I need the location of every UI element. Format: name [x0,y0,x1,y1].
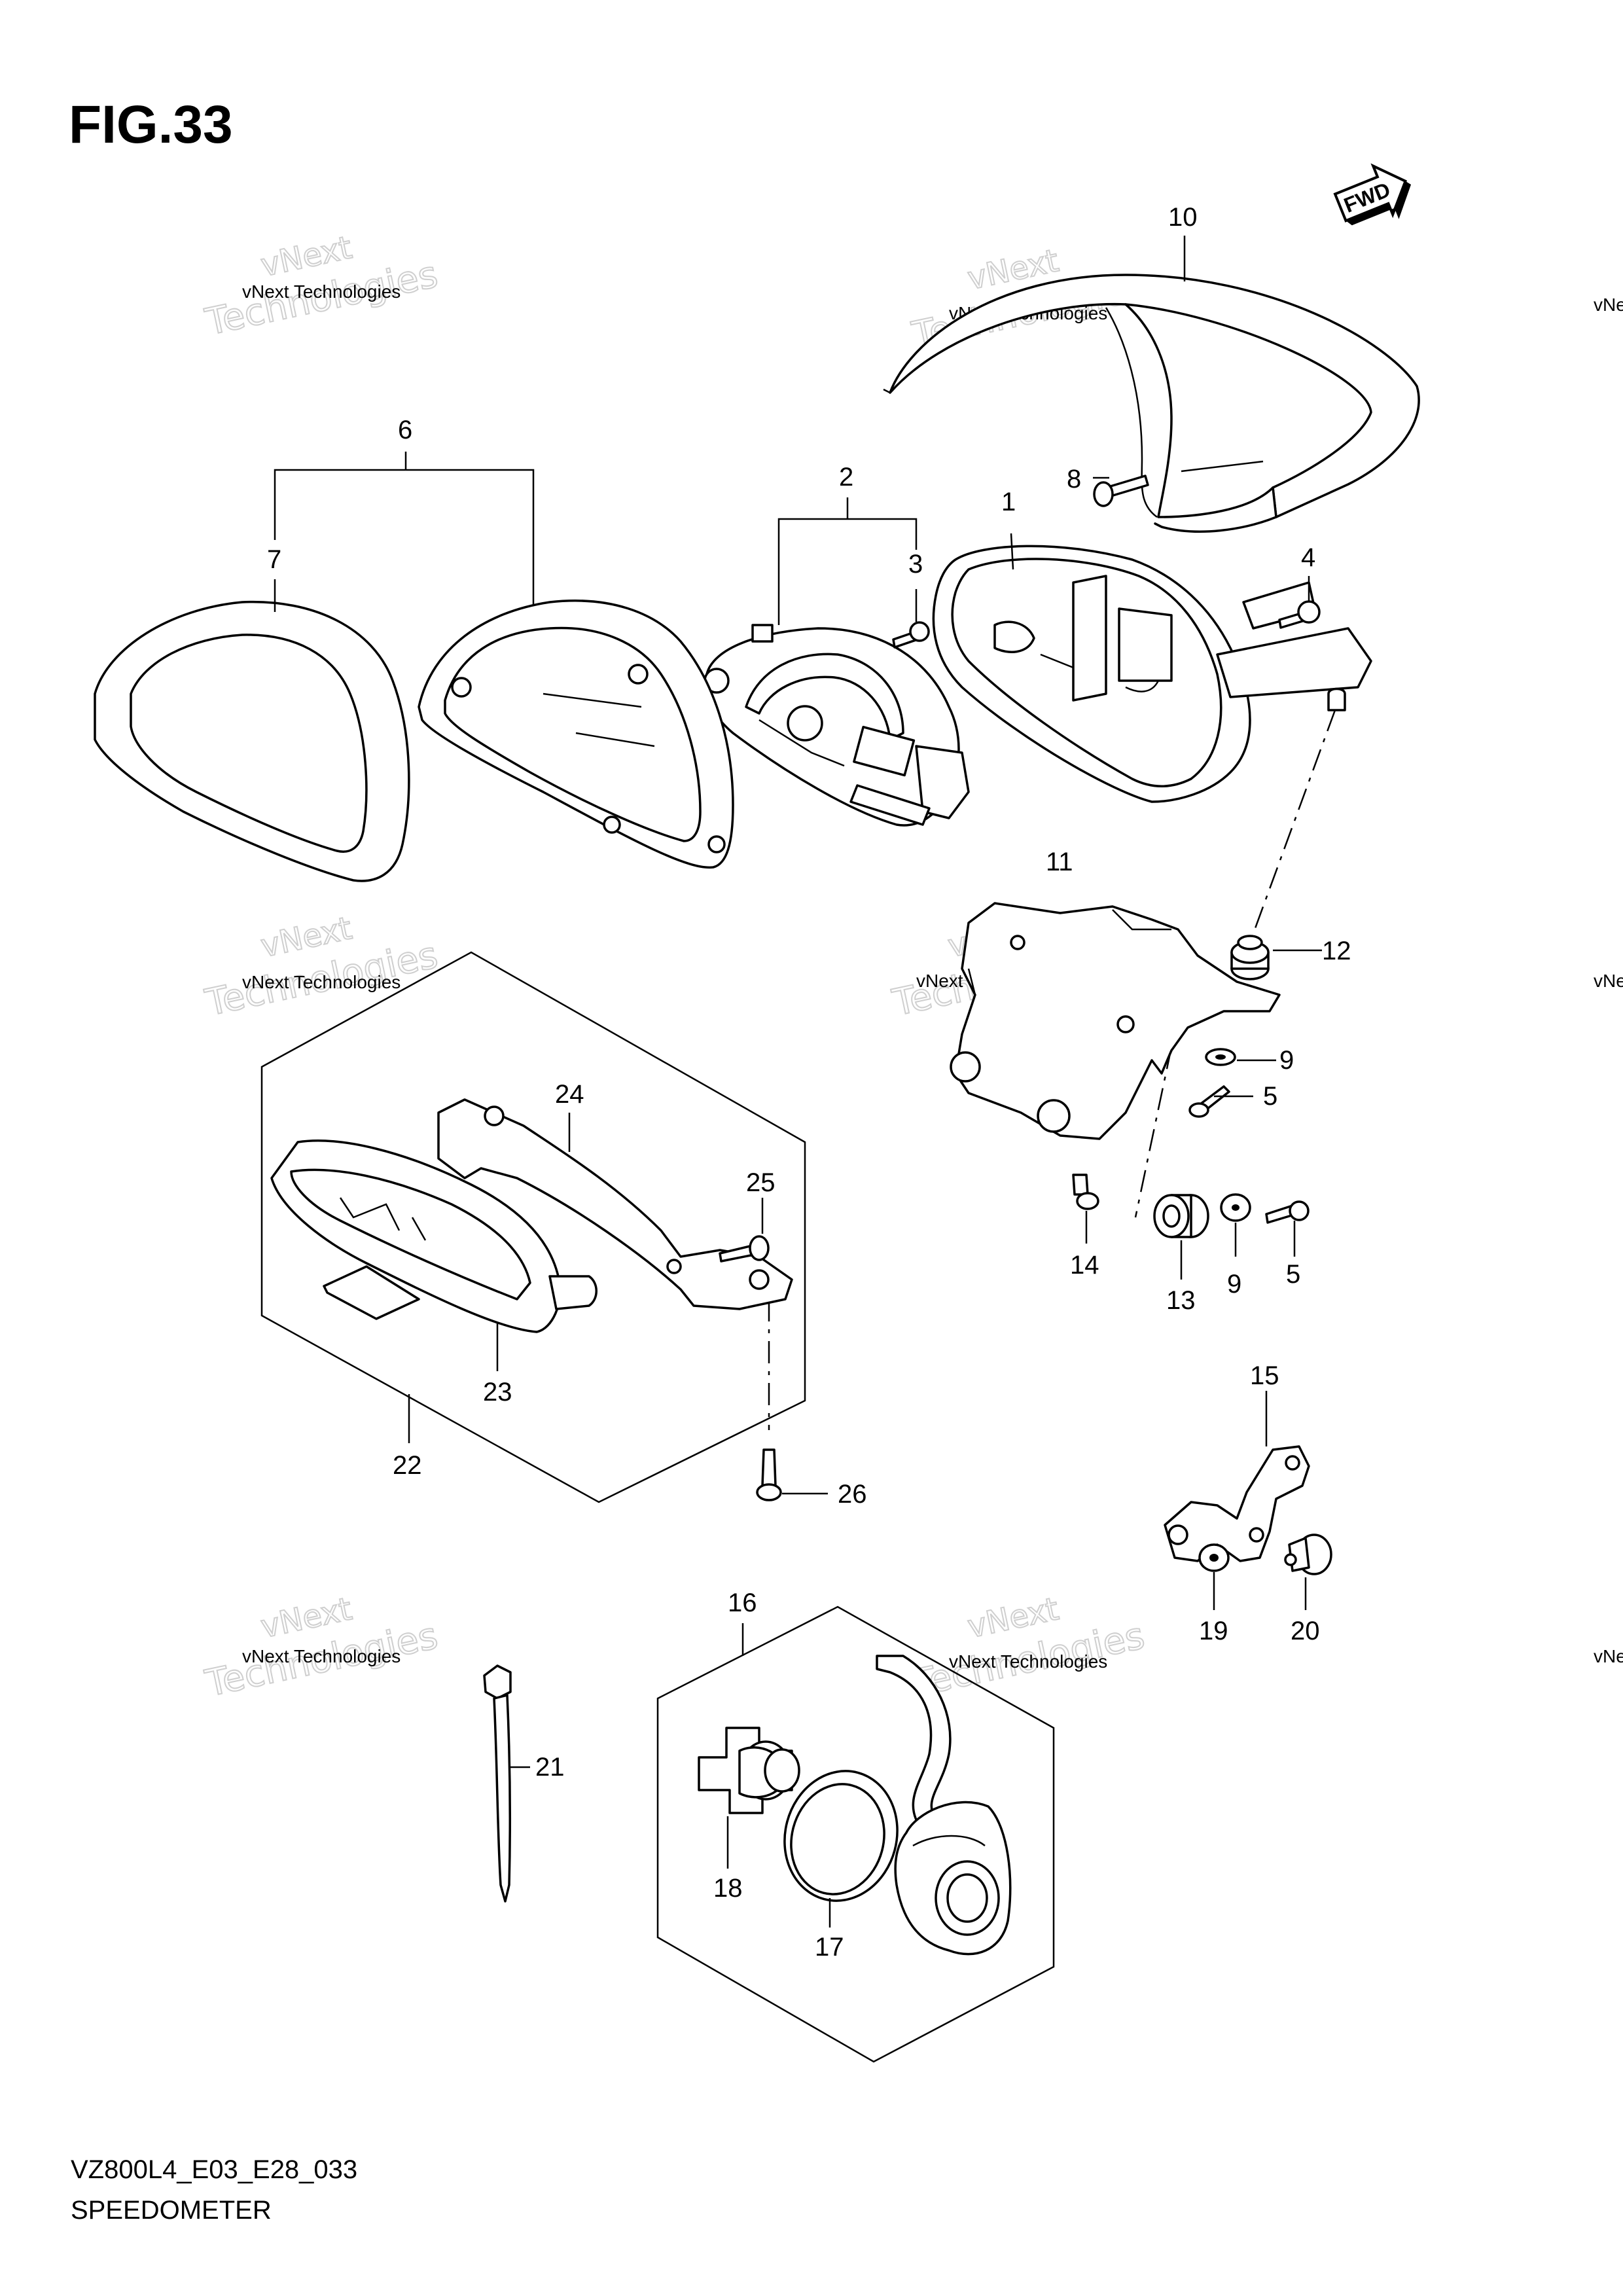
figure-caption: SPEEDOMETER [71,2196,272,2225]
screw-part [1093,475,1149,507]
assembly-axis-line [1249,709,1336,943]
watermark-label: vNext Technologies [1594,971,1623,991]
sensor-bracket-part [1164,1445,1310,1562]
meter-case-part [932,545,1372,803]
figure-title: FIG.33 [69,95,233,154]
callout-13: 13 [1166,1286,1196,1315]
clip-part [1284,1534,1332,1575]
watermark: vNext Technologies [201,909,442,1025]
watermark-label: vNext Technologies [1594,1646,1623,1666]
speed-sensor-part [876,1655,1012,1956]
watermark: vNext Technologies [908,1590,1149,1706]
lens-assembly-part [418,600,734,869]
watermark-label: vNext Technologies [1594,295,1623,315]
sub-assembly-frame-22 [260,951,806,1503]
fwd-arrow-icon: FWD [1333,163,1412,226]
callout-17: 17 [815,1933,844,1962]
callout-26: 26 [838,1480,867,1509]
screw-part [719,1235,770,1263]
meter-bracket-part [950,902,1281,1140]
callout-23: 23 [483,1378,512,1407]
callout-5-lower: 5 [1286,1260,1300,1289]
callout-5-upper: 5 [1263,1082,1277,1111]
callout-4: 4 [1301,543,1315,572]
callout-24: 24 [555,1080,584,1109]
assembly-axis-line [1134,1047,1173,1218]
seal-ring-part [783,1770,899,1902]
cable-tie-part [483,1664,512,1903]
sensor-rotor-part [698,1727,800,1814]
callout-21: 21 [535,1753,565,1782]
screw-part [756,1448,782,1501]
callout-15: 15 [1250,1361,1279,1390]
screw-part [1188,1085,1230,1118]
callout-7: 7 [267,545,281,574]
watermark-label: vNext Technologies [242,972,401,992]
leader-line [274,469,535,605]
figure-code: VZ800L4_E03_E28_033 [71,2155,357,2184]
washer-part [1205,1048,1236,1066]
callout-12: 12 [1322,937,1351,965]
screw-part [892,621,930,649]
grommet-part [1153,1194,1209,1238]
screw-part [1265,1200,1310,1224]
callout-8: 8 [1067,465,1081,493]
callout-14: 14 [1070,1251,1099,1280]
leader-line [1010,533,1014,570]
meter-assembly-part [704,624,970,827]
washer-part [1198,1543,1230,1572]
visor-cover-part [883,274,1420,533]
watermark: vNext Technologies [201,228,442,344]
callout-2: 2 [839,463,853,492]
callout-18: 18 [713,1874,743,1903]
indicator-bracket-part [437,1098,793,1310]
callout-9-lower: 9 [1227,1270,1241,1299]
callout-1: 1 [1001,488,1016,516]
watermark-label: vNext Technologies [242,281,401,302]
callout-6: 6 [398,416,412,444]
watermark-label: vNext Technologies [949,1651,1107,1672]
callout-labels: 1 2 3 4 5 5 6 7 8 9 9 10 11 12 13 14 15 … [267,203,1351,1962]
callout-9-upper: 9 [1279,1046,1294,1075]
indicator-lamp-part [270,1139,597,1333]
bolt-part [1072,1174,1099,1210]
callout-11: 11 [1046,848,1073,876]
screw-part [1278,600,1321,629]
callout-22: 22 [393,1451,422,1480]
callout-25: 25 [746,1168,776,1197]
watermark-label: vNext Technologies [242,1646,401,1666]
washer-part [1220,1193,1251,1222]
callout-20: 20 [1291,1617,1320,1645]
callout-19: 19 [1199,1617,1228,1645]
callout-16: 16 [728,1588,757,1617]
callout-10: 10 [1168,203,1198,232]
grommet-part [1230,935,1270,980]
sub-assembly-frame-16 [656,1605,1055,2063]
bezel-part [94,600,410,882]
leader-line [777,518,918,625]
callout-3: 3 [908,550,923,579]
watermark: vNext Technologies [201,1590,442,1706]
